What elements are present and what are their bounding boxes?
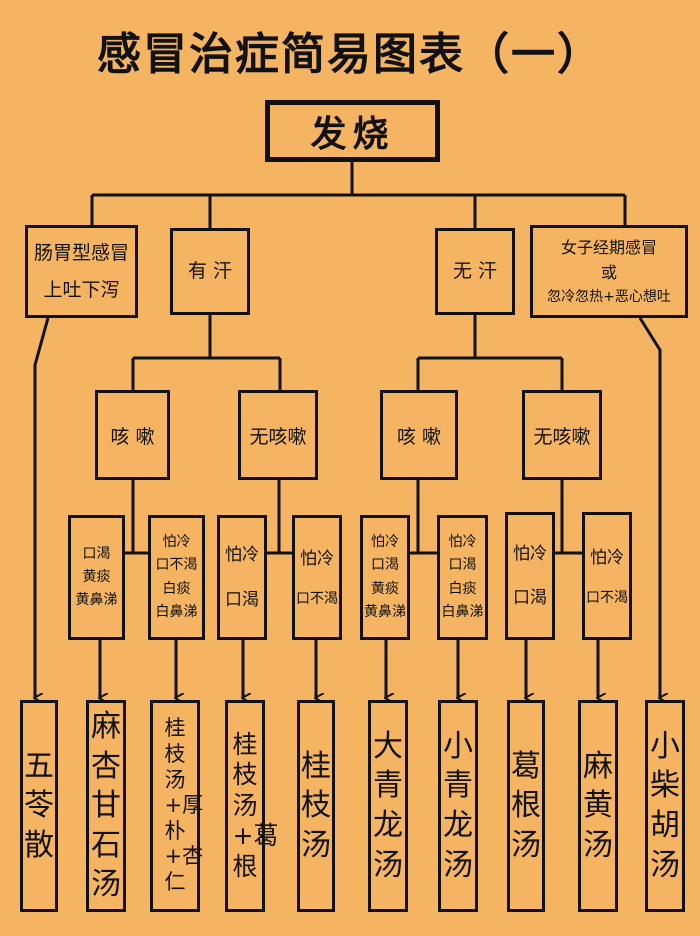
remedy-label: 麻黄汤 [583,748,613,863]
symptom: 口渴 [82,545,111,562]
symptom-box: 口渴黄痰黄鼻涕 [68,515,125,640]
remedy-box: 五苓散 [20,700,58,912]
page-title: 感冒治症简易图表（一） [97,29,603,80]
node-label: 忽冷忽热+恶心想吐 [547,288,671,305]
symptom: 怕冷 [590,547,624,568]
remedy-box: 桂枝汤+厚朴+杏仁 [150,700,204,912]
node-cough: 咳 嗽 [95,390,170,480]
symptom: 口不渴 [155,557,198,574]
symptom: 怕冷 [513,543,547,564]
node-cough: 咳 嗽 [380,390,458,480]
remedy-box: 小青龙汤 [438,700,478,912]
symptom: 口渴 [513,588,547,608]
symptom: 怕冷 [225,545,259,566]
node-label: 或 [600,263,617,283]
remedy-label: 桂枝汤+葛根 [232,729,279,881]
symptom: 白鼻涕 [155,603,198,620]
symptom-box: 怕冷口渴黄痰黄鼻涕 [360,515,410,640]
symptom-box: 怕冷口不渴 [292,515,342,640]
symptom-box: 怕冷口不渴白痰白鼻涕 [148,515,205,640]
symptom: 白痰 [162,580,191,597]
remedy-label: 麻杏甘石汤 [91,709,121,903]
remedy-label: 小柴胡汤 [650,728,680,883]
symptom: 口不渴 [296,591,338,608]
remedy-box: 桂枝汤+葛根 [225,700,279,912]
remedy-box: 麻杏甘石汤 [86,700,126,912]
symptom: 怕冷 [162,534,191,551]
symptom: 黄痰 [82,568,111,585]
remedy-box: 小柴胡汤 [645,700,685,912]
root-fever: 发烧 [265,100,440,162]
node-label: 上吐下泻 [43,278,120,301]
symptom: 怕冷 [448,534,477,551]
symptom-box: 怕冷口渴 [505,512,555,640]
symptom: 怕冷 [300,549,334,570]
remedy-box: 大青龙汤 [368,700,408,912]
remedy-label: 桂枝汤+厚朴+杏仁 [164,716,204,895]
symptom: 口渴 [225,589,259,610]
remedy-label: 大青龙汤 [373,728,403,883]
node-sweat: 有 汗 [170,228,250,315]
symptom: 口不渴 [586,589,628,606]
symptom: 口渴 [371,557,399,574]
node-no-sweat: 无 汗 [435,228,515,315]
node-gastro-cold: 肠胃型感冒 上吐下泻 [25,225,138,318]
symptom-box: 怕冷口渴 [217,515,267,640]
node-female-cold: 女子经期感冒 或 忽冷忽热+恶心想吐 [530,225,688,318]
remedy-label: 葛根汤 [511,748,541,863]
node-label: 女子经期感冒 [560,237,657,257]
symptom-box: 怕冷口渴白痰白鼻涕 [437,515,488,640]
symptom: 口渴 [448,557,477,574]
node-label: 肠胃型感冒 [33,242,129,265]
symptom-box: 怕冷口不渴 [582,512,632,640]
remedy-label: 桂枝汤 [301,748,331,863]
remedy-label: 五苓散 [24,748,54,863]
remedy-box: 葛根汤 [507,700,545,912]
symptom: 黄鼻涕 [75,592,118,609]
symptom: 黄痰 [371,580,399,597]
symptom: 白鼻涕 [441,603,484,620]
node-no-cough: 无咳嗽 [522,390,602,480]
remedy-box: 麻黄汤 [578,700,618,912]
symptom: 黄鼻涕 [364,603,406,620]
symptom: 白痰 [448,580,477,597]
remedy-label: 小青龙汤 [443,728,473,883]
remedy-box: 桂枝汤 [297,700,335,912]
symptom: 怕冷 [371,534,399,551]
node-no-cough: 无咳嗽 [238,390,318,480]
